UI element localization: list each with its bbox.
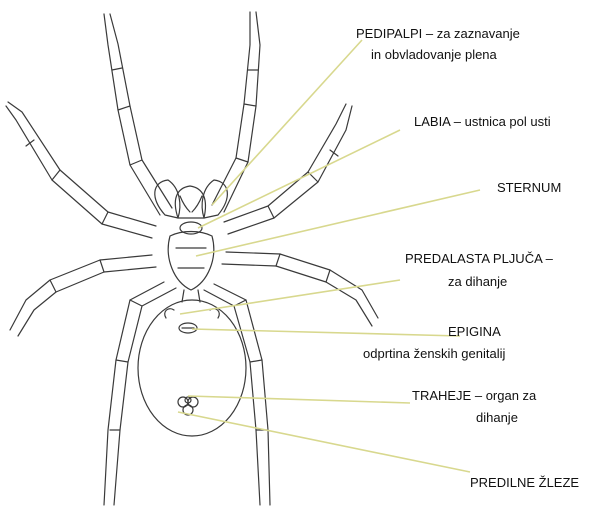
label-sternum: STERNUM: [497, 178, 561, 198]
label-pluca-name: PREDALASTA PLJUČA: [405, 251, 542, 266]
leader-line-labia: [198, 130, 400, 228]
leg-second-right: [224, 104, 352, 234]
sternum-drawing: [168, 232, 214, 291]
label-labia-desc: – ustnica pol usti: [454, 114, 551, 129]
label-traheje-name: TRAHEJE: [412, 388, 471, 403]
label-predilne: PREDILNE ŽLEZE: [470, 473, 579, 493]
leader-line-predilne: [178, 412, 470, 472]
leader-line-pluca: [180, 280, 400, 314]
leader-line-epigina: [192, 329, 460, 336]
label-labia: LABIA – ustnica pol usti: [414, 112, 551, 132]
leg-third-left: [10, 255, 156, 336]
label-traheje-desc: – organ za: [475, 388, 536, 403]
leader-line-pedipalpi: [212, 40, 362, 205]
book-lungs-drawing: [165, 309, 220, 318]
label-pedipalpi-desc: – za zaznavanje: [426, 26, 520, 41]
label-epigina: EPIGINA: [448, 322, 501, 342]
label-pluca-desc: –: [546, 251, 553, 266]
leg-front-right: [212, 12, 260, 212]
label-pluca: PREDALASTA PLJUČA –: [405, 249, 553, 269]
label-traheje: TRAHEJE – organ za: [412, 386, 536, 406]
label-pluca-desc2: za dihanje: [448, 272, 507, 292]
leader-line-traheje: [188, 396, 410, 403]
label-epigina-desc2: odprtina ženskih genitalij: [363, 344, 505, 364]
leg-front-left: [104, 14, 172, 215]
label-pedipalpi-name: PEDIPALPI: [356, 26, 422, 41]
label-pedipalpi: PEDIPALPI – za zaznavanje: [356, 24, 520, 44]
label-pedipalpi-desc2: in obvladovanje plena: [371, 45, 497, 65]
label-traheje-desc2: dihanje: [476, 408, 518, 428]
leg-rear-right: [204, 284, 270, 505]
leader-line-sternum: [196, 190, 480, 256]
label-labia-name: LABIA: [414, 114, 450, 129]
leg-third-right: [222, 252, 378, 326]
